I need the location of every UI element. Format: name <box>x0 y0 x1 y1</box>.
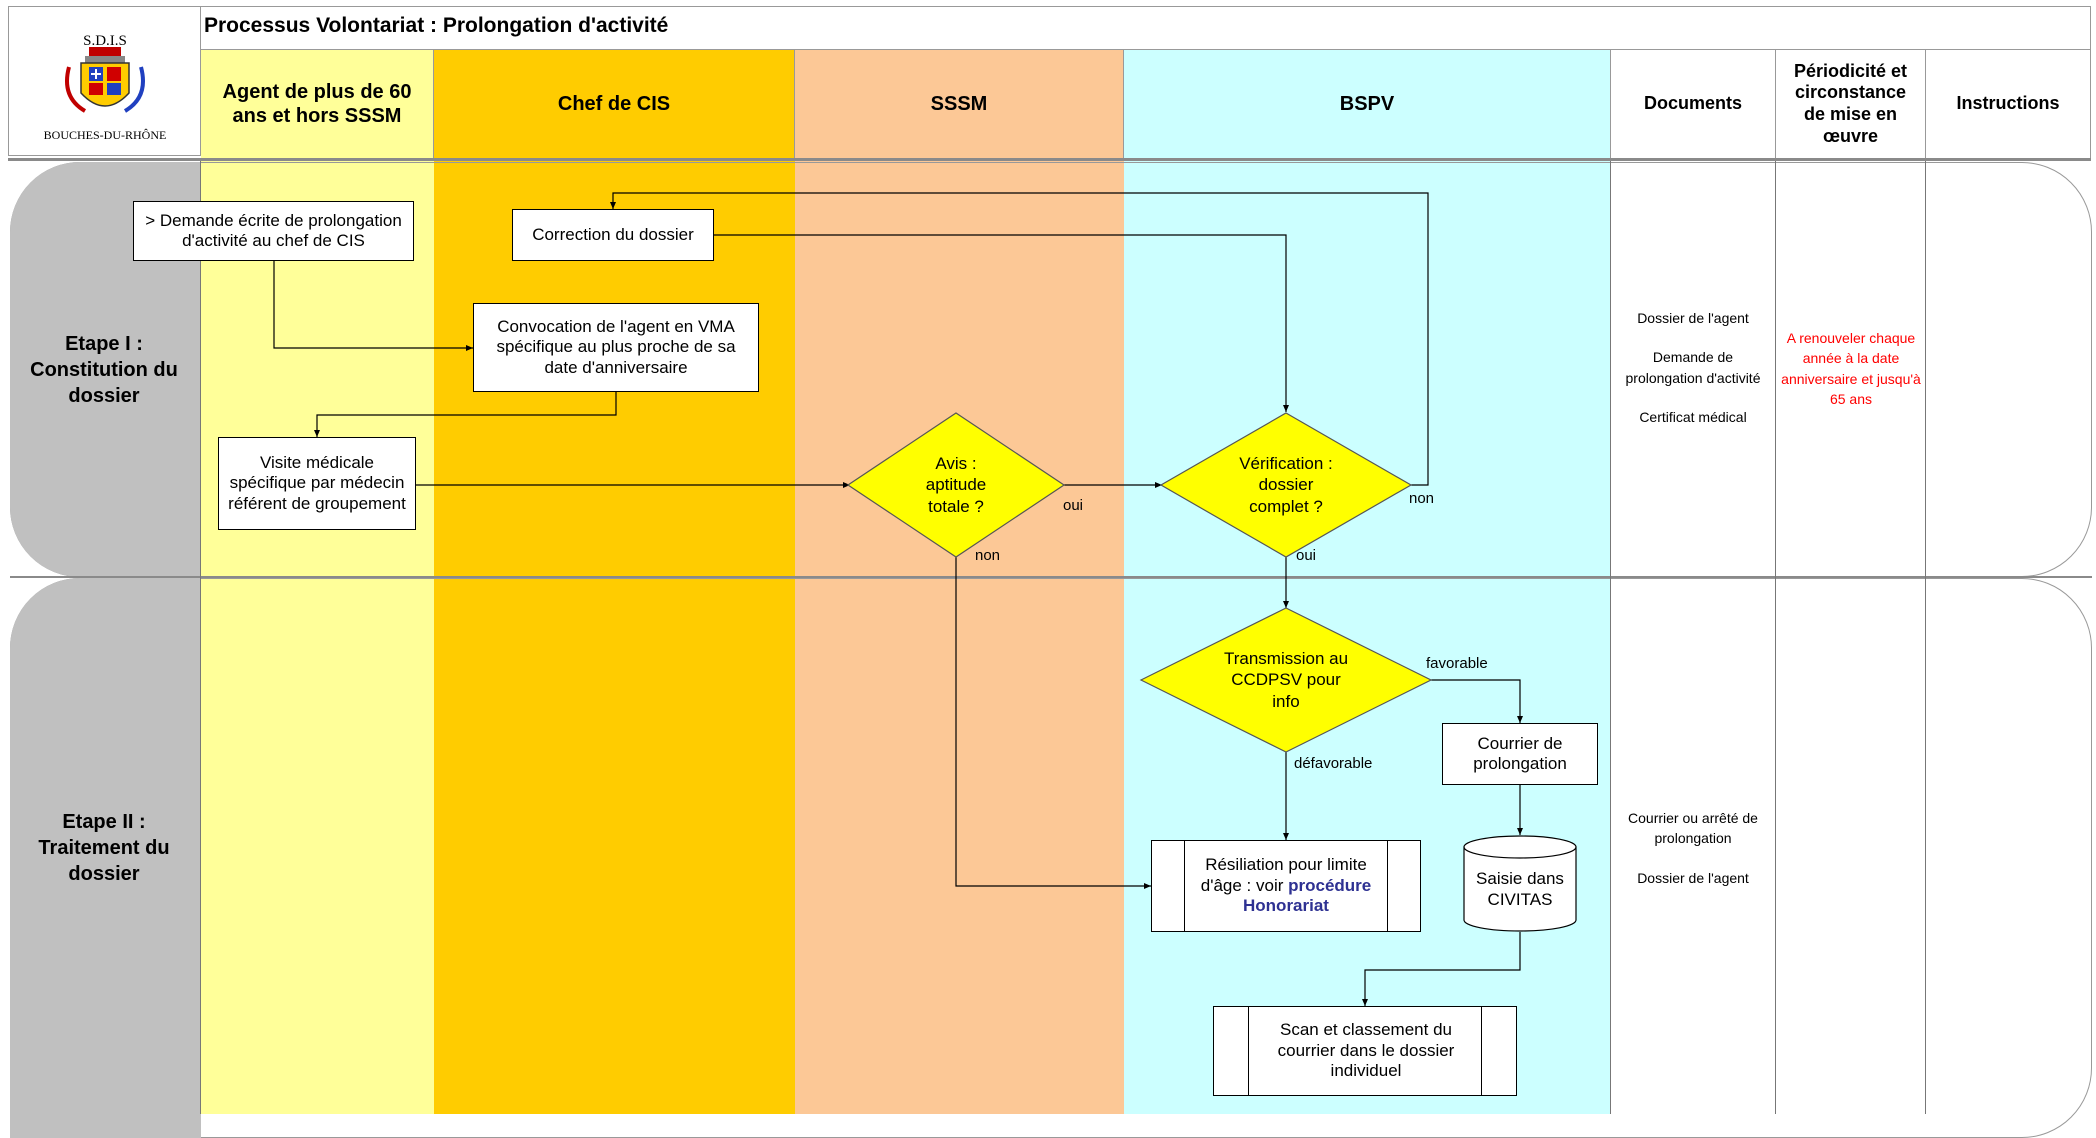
stage2-label: Etape II : Traitement du dossier <box>38 811 170 885</box>
datastore-saisie: Saisie dans CIVITAS <box>1476 868 1564 909</box>
label-defavorable: défavorable <box>1294 755 1373 772</box>
doc-item: Demande de prolongation d'activité <box>1625 349 1761 386</box>
documents-stage2: Courrier ou arrêté de prolongation Dossi… <box>1614 808 1772 888</box>
page-title: Processus Volontariat : Prolongation d'a… <box>204 14 669 37</box>
node-resiliation: Résiliation pour limite d'âge : voir pro… <box>1151 840 1421 932</box>
col-separator <box>1610 161 1611 1114</box>
col-separator <box>200 161 201 1114</box>
edge-transmission-courrier <box>1431 679 1523 723</box>
doc-item: Certificat médical <box>1639 408 1747 425</box>
label-verif-oui: oui <box>1296 547 1317 564</box>
node-correction: Correction du dossier <box>512 209 714 261</box>
col-separator <box>1775 161 1776 1114</box>
decision-transmission: Transmission au CCDPSV pour info <box>1223 649 1349 711</box>
logo-top-text: S.D.I.S <box>83 33 127 49</box>
node-demande: > Demande écrite de prolongation d'activ… <box>133 201 414 261</box>
periodicite-stage1: A renouveler chaque année à la date anni… <box>1781 330 1921 407</box>
edge-saisie-scan <box>1362 932 1521 1006</box>
decision-verification-shape <box>1159 412 1413 558</box>
node-courrier: Courrier de prolongation <box>1442 723 1598 785</box>
col-header-periodicite: Périodicité et circonstance de mise en œ… <box>1776 50 1926 158</box>
subprocess-bar <box>1248 1007 1249 1095</box>
edge-verification-correction <box>610 192 1429 486</box>
col-header-chef: Chef de CIS <box>434 50 795 158</box>
lane-bspv-bg <box>1124 50 1611 1114</box>
col-header-agent: Agent de plus de 60 ans et hors SSSM <box>201 50 434 158</box>
procedure-honorariat-link[interactable]: procédure Honorariat <box>1243 875 1372 916</box>
edge-convocation-visite <box>314 392 617 437</box>
resiliation-text: Résiliation pour limite d'âge : voir pro… <box>1200 855 1372 916</box>
logo-bottom-text: BOUCHES-DU-RHÔNE <box>44 128 167 142</box>
col-separator <box>1925 161 1926 1114</box>
label-favorable: favorable <box>1426 655 1488 672</box>
datastore-saisie-shape <box>1463 835 1577 932</box>
subprocess-bar <box>1387 841 1388 931</box>
decision-avis-shape <box>846 412 1066 558</box>
edge-avis-resiliation <box>955 557 1151 889</box>
stage2-label-bg <box>10 578 201 1138</box>
node-visite: Visite médicale spécifique par médecin r… <box>218 437 416 530</box>
edge-correction-verification <box>714 234 1289 412</box>
stage-divider <box>10 576 2092 578</box>
label-avis-oui: oui <box>1063 497 1084 514</box>
subprocess-bar <box>1184 841 1185 931</box>
node-scan: Scan et classement du courrier dans le d… <box>1213 1006 1517 1096</box>
doc-item: Dossier de l'agent <box>1637 310 1749 326</box>
documents-stage1: Dossier de l'agent Demande de prolongati… <box>1614 308 1772 427</box>
edge-demande-convocation <box>273 261 473 351</box>
subprocess-bar <box>1481 1007 1482 1095</box>
header-bottom-rule <box>8 158 2091 161</box>
label-avis-non: non <box>975 547 1001 564</box>
decision-verification: Vérification : dossier complet ? <box>1239 454 1333 516</box>
node-convocation: Convocation de l'agent en VMA spécifique… <box>473 303 759 392</box>
col-header-sssm: SSSM <box>795 50 1124 158</box>
col-header-documents: Documents <box>1611 50 1776 158</box>
doc-item: Courrier ou arrêté de prolongation <box>1628 810 1758 847</box>
decision-transmission-shape <box>1139 607 1433 753</box>
flow-connectors <box>273 192 1577 1006</box>
label-verif-non: non <box>1409 490 1435 507</box>
doc-item: Dossier de l'agent <box>1637 869 1749 886</box>
scan-text: Scan et classement du courrier dans le d… <box>1277 1020 1455 1081</box>
sdis-logo: S.D.I.S BOUCHES-DU-RHÔNE <box>44 33 167 142</box>
decision-avis: Avis : aptitude totale ? <box>925 454 987 516</box>
lane-sssm-bg <box>795 50 1124 1114</box>
col-header-bspv: BSPV <box>1124 50 1611 158</box>
title-row <box>201 6 2091 50</box>
stage1-label: Etape I : Constitution du dossier <box>30 332 178 407</box>
col-header-instructions: Instructions <box>1926 50 2091 158</box>
logo-cell: S.D.I.S BOUCHES-DU-RHÔNE <box>8 6 201 156</box>
